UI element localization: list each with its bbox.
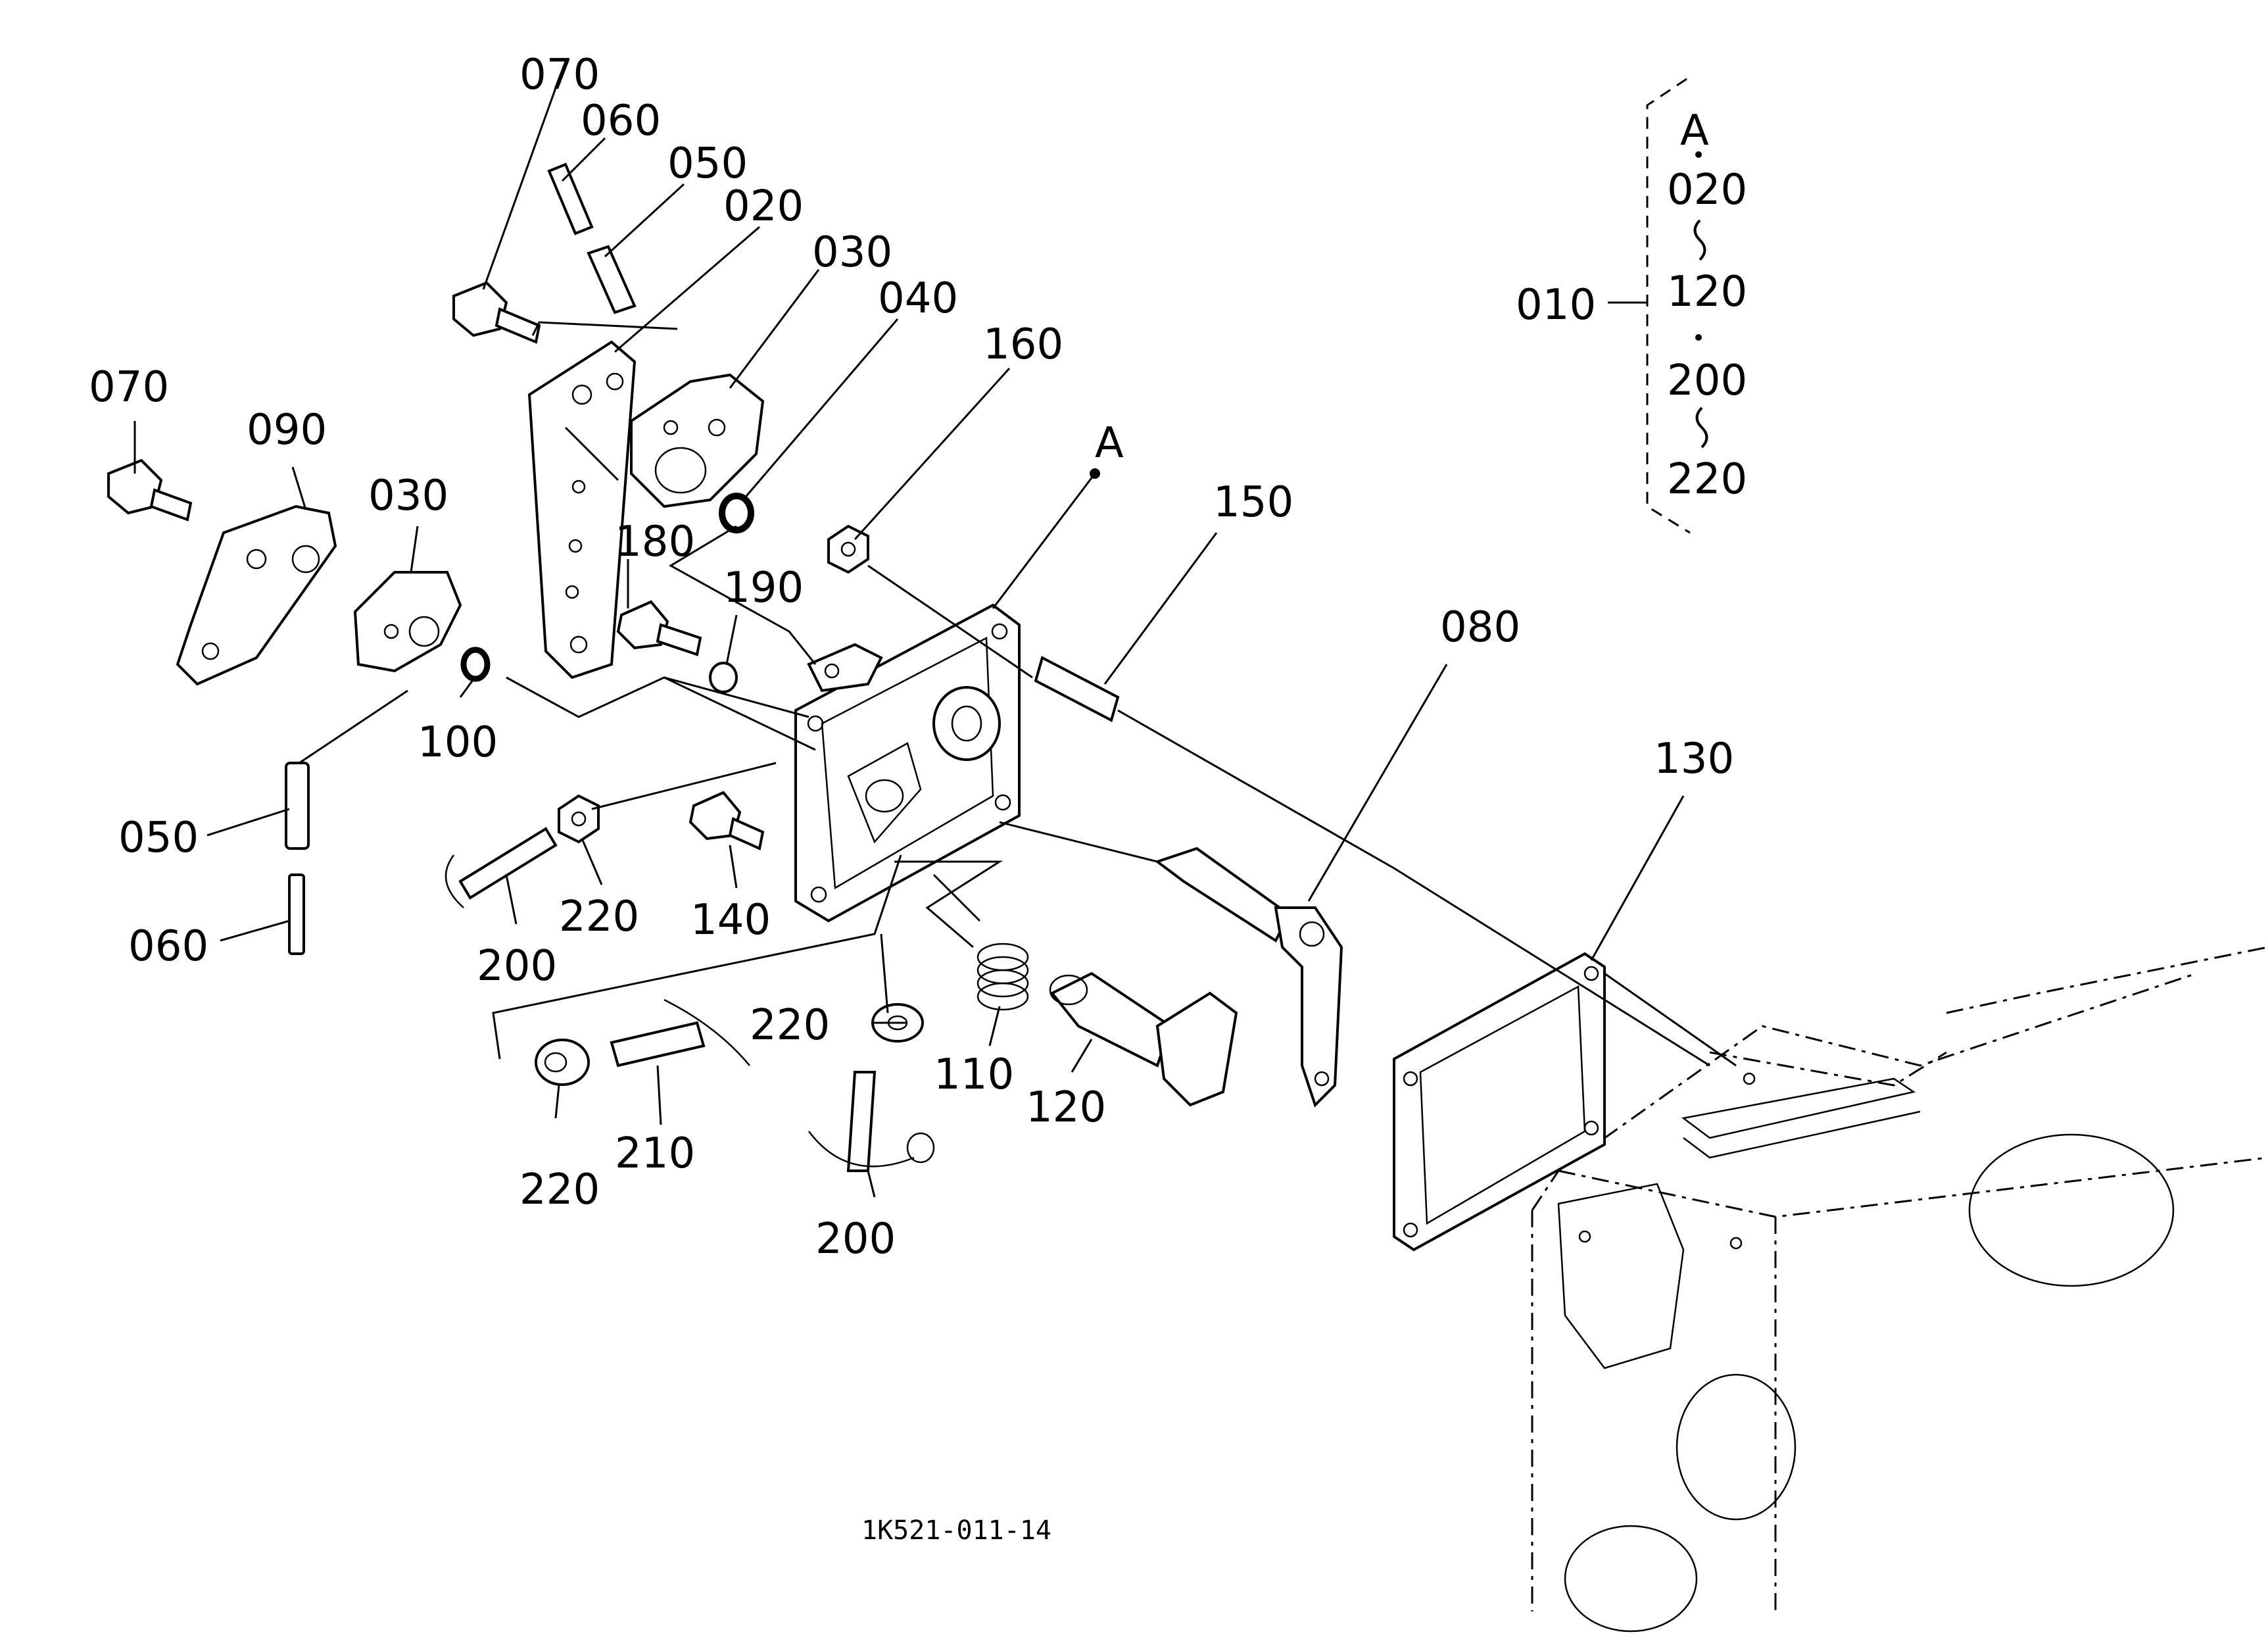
bolt-140 xyxy=(688,791,765,850)
assembly-line-3: 120 xyxy=(1667,268,1747,316)
block-030-left xyxy=(353,571,462,673)
assembly-line-5: 220 xyxy=(1667,455,1747,504)
callout-A: A xyxy=(1095,419,1124,468)
callout-120: 120 xyxy=(1026,1083,1106,1132)
washer-220-lower xyxy=(535,1039,590,1086)
screw-200-lower xyxy=(808,1071,935,1172)
pin-060-upper xyxy=(547,162,594,235)
assembly-line-1: A xyxy=(1680,107,1709,155)
callout-220-center: 220 xyxy=(750,1001,830,1050)
callout-210: 210 xyxy=(615,1129,695,1178)
callout-110: 110 xyxy=(934,1050,1014,1099)
callout-160: 160 xyxy=(983,320,1063,369)
callout-070-top: 070 xyxy=(519,51,600,99)
callout-080: 080 xyxy=(1440,603,1520,652)
lever-080 xyxy=(1154,847,1343,1108)
shaft-120 xyxy=(1049,971,1238,1107)
assembly-key xyxy=(1608,78,1708,534)
bolt-070-left xyxy=(107,458,193,522)
governor-cover xyxy=(794,603,1021,923)
callout-040: 040 xyxy=(878,274,958,323)
callout-140: 140 xyxy=(690,896,771,945)
callout-220-upper: 220 xyxy=(559,893,639,941)
callout-020: 020 xyxy=(723,182,804,231)
callout-050-left: 050 xyxy=(118,814,199,862)
callout-060-left: 060 xyxy=(128,922,208,971)
lever-020 xyxy=(527,340,637,679)
nut-160 xyxy=(827,524,869,574)
callout-050-top: 050 xyxy=(667,139,748,188)
callout-130: 130 xyxy=(1654,735,1734,783)
assembly-parent-label: 010 xyxy=(1516,281,1596,330)
drawing-code: 1K521-011-14 xyxy=(861,1515,1051,1546)
bolt-180 xyxy=(616,600,702,656)
block-030-upper xyxy=(630,373,765,508)
callout-180: 180 xyxy=(615,518,695,566)
spring-110 xyxy=(977,943,1029,1011)
callout-090: 090 xyxy=(247,406,327,455)
assembly-line-2: 020 xyxy=(1667,166,1747,214)
engine-block xyxy=(1531,946,2268,1633)
pin-050-lower xyxy=(285,762,310,850)
callout-060-top: 060 xyxy=(581,97,661,145)
assembly-line-4: 200 xyxy=(1667,356,1747,405)
leader-lines xyxy=(133,78,1737,1198)
plate-090 xyxy=(176,504,337,686)
screw-200-left xyxy=(445,827,558,908)
callout-030-top: 030 xyxy=(812,228,892,277)
stud-150 xyxy=(1034,656,1120,722)
callout-200-left: 200 xyxy=(477,942,557,991)
callout-070-left: 070 xyxy=(89,363,169,412)
screw-210 xyxy=(610,998,750,1068)
o-ring-100 xyxy=(460,647,491,682)
callout-labels: 070 060 050 020 030 040 160 A 070 090 03… xyxy=(89,51,1747,1546)
gasket-130 xyxy=(1393,952,1606,1252)
pin-050-upper xyxy=(587,245,637,314)
callout-200-lower: 200 xyxy=(815,1215,896,1264)
callout-150: 150 xyxy=(1213,478,1293,527)
nut-220-upper xyxy=(558,794,600,844)
callout-030-left: 030 xyxy=(368,472,448,520)
o-ring-040 xyxy=(719,493,754,533)
callout-190: 190 xyxy=(723,564,804,612)
bolt-070-upper xyxy=(452,281,541,344)
callout-100: 100 xyxy=(418,718,498,767)
washer-190 xyxy=(709,662,738,693)
callout-220-lower: 220 xyxy=(519,1166,600,1214)
pin-060-lower xyxy=(288,873,305,955)
reference-point-A xyxy=(1090,468,1100,479)
